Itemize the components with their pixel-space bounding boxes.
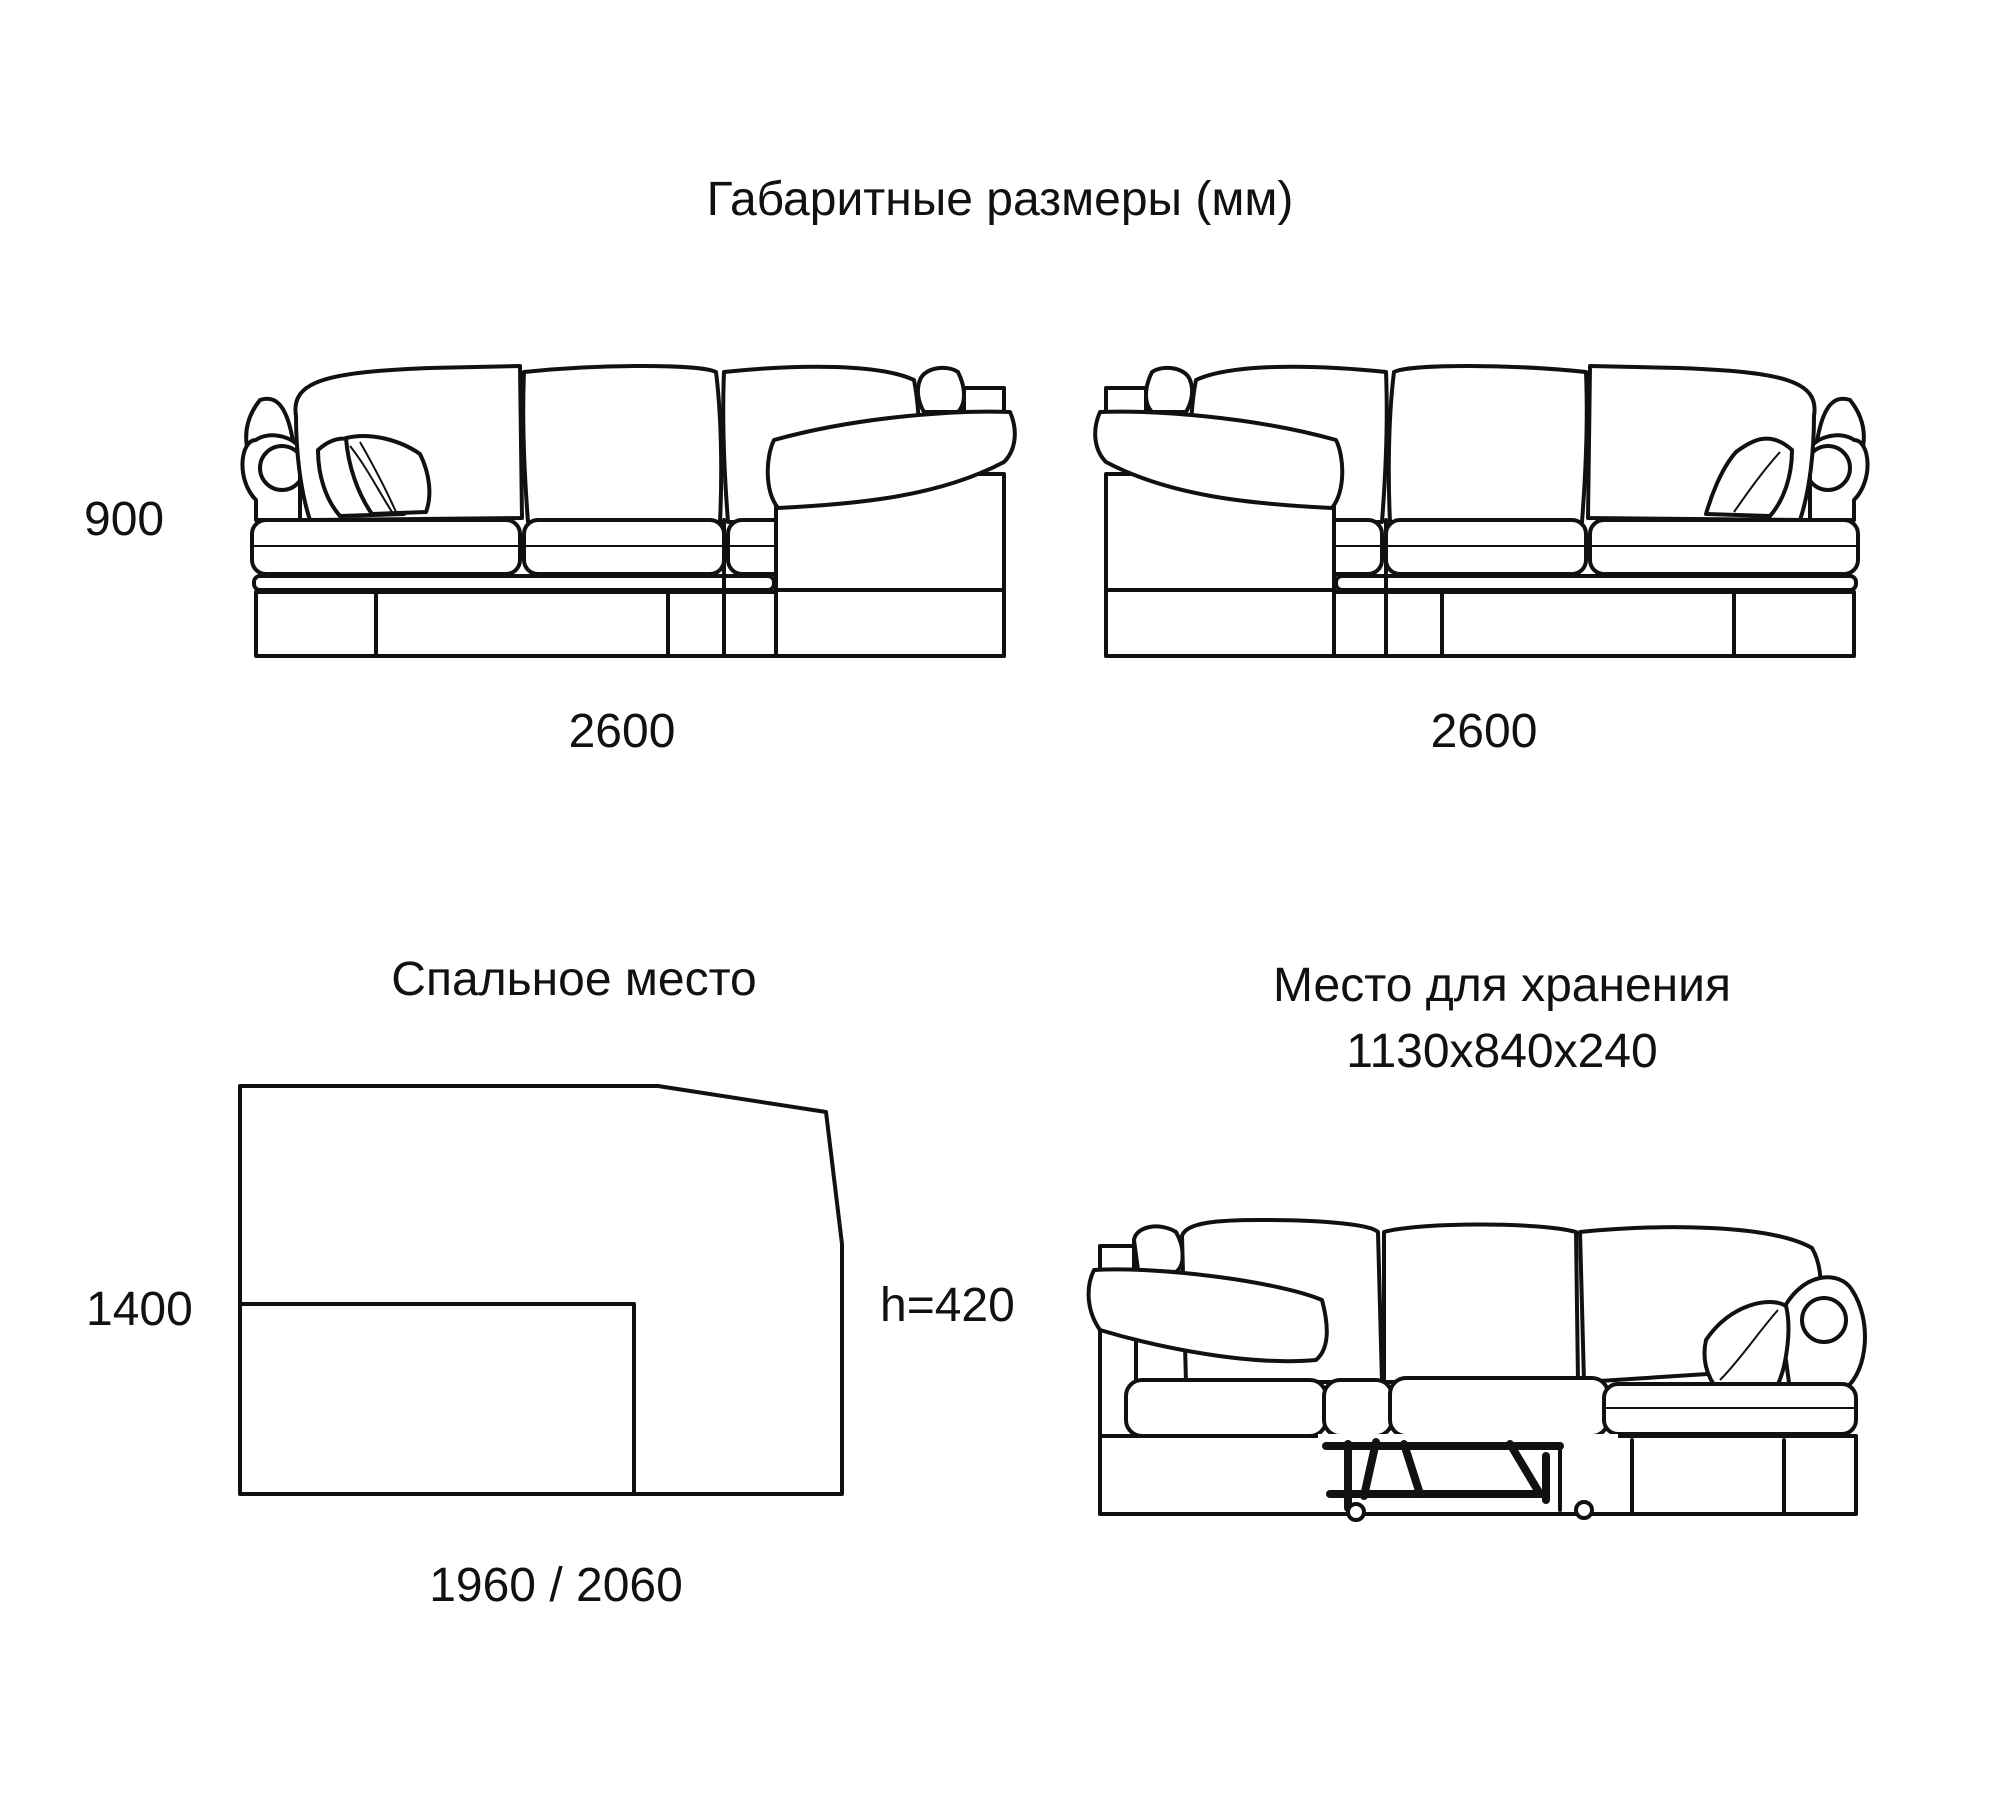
sleeping-width-label: 1400 — [86, 1283, 193, 1336]
sleeping-height-label: h=420 — [880, 1279, 1015, 1332]
width-left-dimension-label: 2600 — [568, 705, 676, 758]
sofa-storage-view — [1086, 1218, 1867, 1522]
height-dimension-label: 900 — [84, 493, 165, 546]
sofa-front-view-right — [1093, 364, 1870, 658]
sleeping-length-label: 1960 / 2060 — [429, 1559, 683, 1612]
page-title: Габаритные размеры (мм) — [706, 173, 1294, 226]
sofa-front-view-left — [240, 364, 1017, 658]
storage-size-label: 1130х840х240 — [1346, 1025, 1658, 1078]
sleeping-place-heading: Спальное место — [391, 953, 757, 1006]
sleeping-place-plan — [238, 1084, 844, 1496]
storage-heading: Место для хранения — [1273, 959, 1731, 1012]
width-right-dimension-label: 2600 — [1430, 705, 1538, 758]
